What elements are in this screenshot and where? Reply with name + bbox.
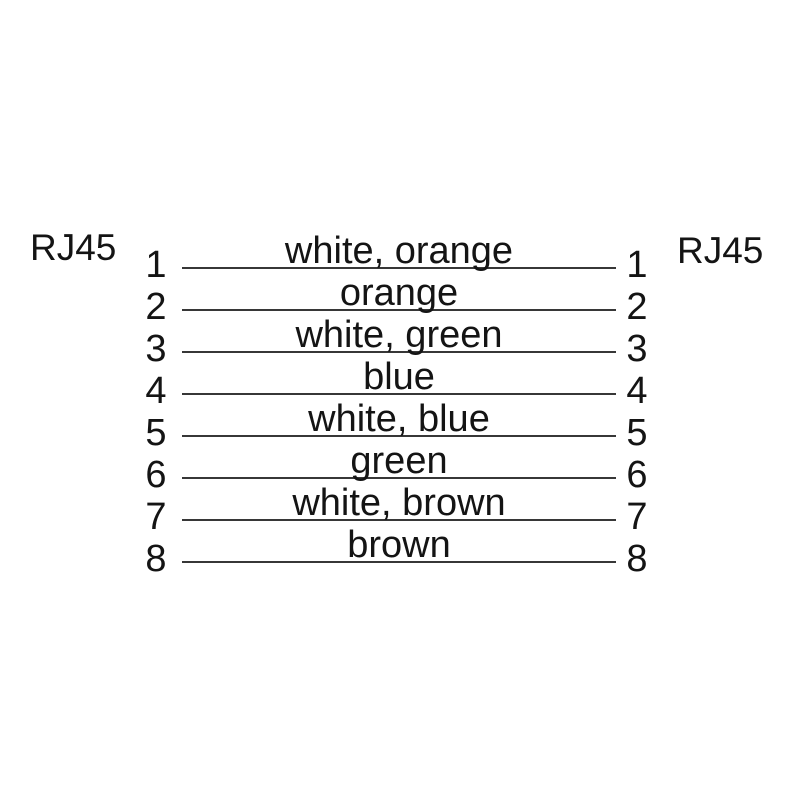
wire-color-label: white, orange (284, 230, 514, 272)
wire-line (182, 519, 616, 521)
pin-number-left: 4 (145, 370, 167, 412)
pin-number-right: 1 (626, 244, 648, 286)
pin-number-left: 1 (145, 244, 167, 286)
wire-color-label: orange (339, 272, 459, 314)
wire-line (182, 393, 616, 395)
wire-color-label: white, brown (292, 482, 506, 524)
pin-number-left: 2 (145, 286, 167, 328)
pin-number-right: 5 (626, 412, 648, 454)
pin-number-right: 7 (626, 496, 648, 538)
pin-number-left: 8 (145, 538, 167, 580)
wire-color-label: brown (347, 524, 451, 566)
pin-number-right: 2 (626, 286, 648, 328)
wire-line (182, 435, 616, 437)
wire-color-label: blue (363, 356, 435, 398)
pin-number-left: 7 (145, 496, 167, 538)
wire-line (182, 561, 616, 563)
pin-number-left: 6 (145, 454, 167, 496)
right-connector-label: RJ45 (677, 230, 764, 271)
pin-number-right: 8 (626, 538, 648, 580)
wire-line (182, 267, 616, 269)
pin-number-right: 3 (626, 328, 648, 370)
wire-color-label: white, blue (308, 398, 490, 440)
wire-line (182, 477, 616, 479)
wire-color-label: green (350, 440, 448, 482)
pin-number-left: 3 (145, 328, 167, 370)
wire-line (182, 309, 616, 311)
pin-number-left: 5 (145, 412, 167, 454)
pin-number-right: 4 (626, 370, 648, 412)
left-connector-label: RJ45 (30, 227, 117, 268)
pin-number-right: 6 (626, 454, 648, 496)
wire-line (182, 351, 616, 353)
wire-color-label: white, green (295, 314, 503, 356)
